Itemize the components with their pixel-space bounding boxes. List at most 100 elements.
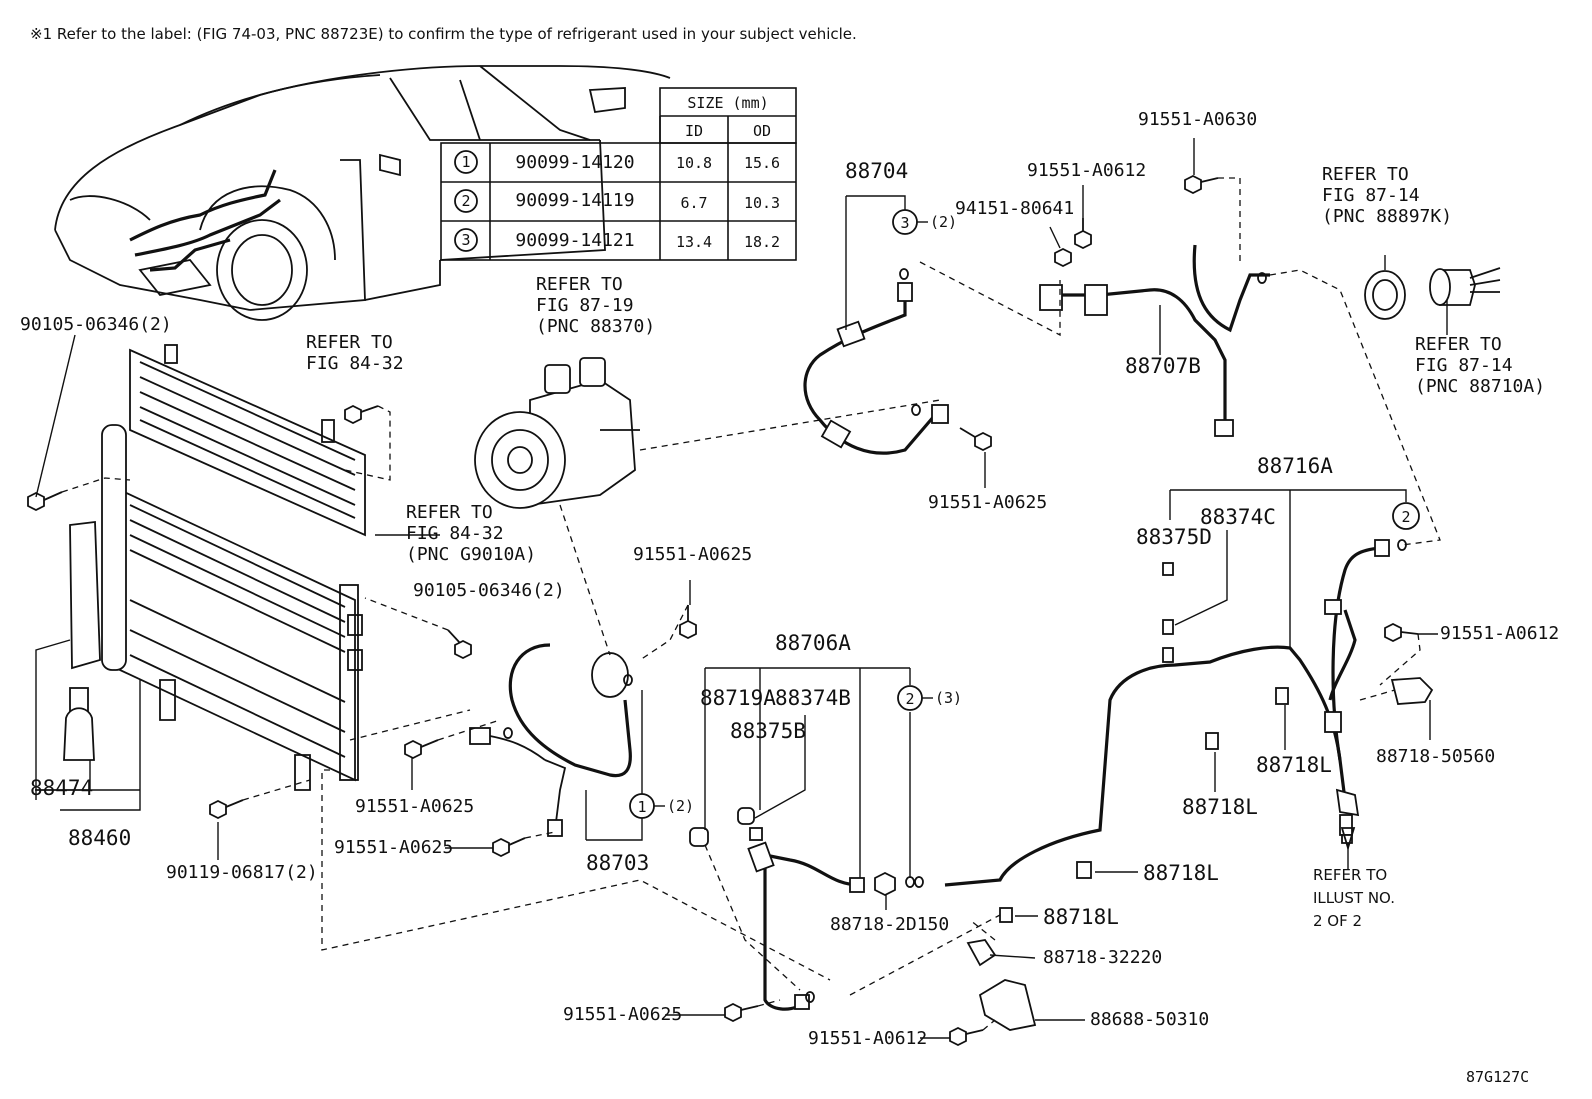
label-88704: 88704 <box>845 159 908 183</box>
label-88460: 88460 <box>68 826 131 850</box>
callout-2b-number: 2 <box>1401 508 1410 526</box>
discharge-hose-88703 <box>469 643 632 837</box>
label-91551-a0625-bottom: 91551-A0625 <box>563 1004 682 1025</box>
ref-fig-84-32b-line1: REFER TO <box>406 502 493 523</box>
bolt-icon <box>1184 174 1219 195</box>
ref-fig-84-32b-line2: FIG 84-32 <box>406 523 504 544</box>
size-row-1-id: 10.8 <box>676 154 712 172</box>
ref-fig-84-32-line1: REFER TO <box>306 332 393 353</box>
label-94151-80641: 94151-80641 <box>955 198 1074 219</box>
label-88719a: 88719A <box>700 686 776 710</box>
label-88718l-4: 88718L <box>1043 905 1119 929</box>
circle-callouts: 3 (2) 1 (2) 2 (3) 2 <box>629 209 1420 819</box>
refrigerant-note: ※1 Refer to the label: (FIG 74-03, PNC 8… <box>30 25 857 43</box>
bolt-icon <box>1074 218 1092 250</box>
clamp-icon <box>1205 732 1219 750</box>
label-91551-a0612-right: 91551-A0612 <box>1440 623 1559 644</box>
label-88474: 88474 <box>30 776 93 800</box>
label-88718-50560: 88718-50560 <box>1376 746 1495 767</box>
label-91551-a0625-comp: 91551-A0625 <box>633 544 752 565</box>
size-row-2-id: 6.7 <box>680 194 707 212</box>
bolt-icon <box>959 427 992 452</box>
ref-fig-84-32b-line3: (PNC G9010A) <box>406 544 536 565</box>
clamp-icon <box>1390 677 1434 705</box>
pipe-88716a <box>944 539 1390 887</box>
size-table-col-id: ID <box>685 122 703 140</box>
ref-illust-line3: 2 OF 2 <box>1313 912 1362 930</box>
valve-cap-icon <box>1162 562 1174 576</box>
bolt-icon <box>344 404 379 425</box>
bracket-icon <box>978 979 1037 1031</box>
label-91551-a0625-cond: 91551-A0625 <box>355 796 474 817</box>
label-88706a: 88706A <box>775 631 851 655</box>
bolt-icon <box>447 629 472 660</box>
o-rings <box>503 268 1407 1003</box>
ref-fig-87-14b-line2: FIG 87-14 <box>1415 355 1513 376</box>
clamp-icon <box>966 939 997 967</box>
label-88374b: 88374B <box>775 686 851 710</box>
nut-icon <box>1054 247 1072 268</box>
ref-fig-87-19-line3: (PNC 88370) <box>536 316 655 337</box>
size-table-col-od: OD <box>753 122 771 140</box>
label-88688-50310: 88688-50310 <box>1090 1009 1209 1030</box>
label-88718l-3: 88718L <box>1143 861 1219 885</box>
label-91551-a0612-bottom: 91551-A0612 <box>808 1028 927 1049</box>
label-91551-a0630: 91551-A0630 <box>1138 109 1257 130</box>
size-row-3-od: 18.2 <box>744 233 780 251</box>
bolt-icon <box>724 1002 759 1023</box>
clamp-icon <box>999 907 1013 923</box>
size-row-1-part: 90099-14120 <box>515 152 634 173</box>
label-88718-32220: 88718-32220 <box>1043 947 1162 968</box>
figure-id: 87G127C <box>1466 1068 1529 1086</box>
clamps <box>874 562 1434 1031</box>
label-88718-2d150: 88718-2D150 <box>830 914 949 935</box>
condenser-assembly <box>63 344 366 791</box>
label-88703: 88703 <box>586 851 649 875</box>
reference-notes: REFER TO FIG 87-19 (PNC 88370) REFER TO … <box>306 164 1545 930</box>
ref-fig-87-14b-line1: REFER TO <box>1415 334 1502 355</box>
leader-lines <box>35 138 1448 1039</box>
size-table: SIZE (mm) ID OD 1 90099-14120 10.8 15.6 … <box>440 87 797 261</box>
bolt-icon <box>949 1026 984 1047</box>
bolt-icon <box>209 799 244 820</box>
bolt-icon <box>492 837 526 858</box>
size-row-3-circle: 3 <box>461 231 470 249</box>
label-90105-06346-left: 90105-06346(2) <box>20 314 172 335</box>
label-91551-a0612-top: 91551-A0612 <box>1027 160 1146 181</box>
label-88374c: 88374C <box>1200 505 1276 529</box>
clamp-icon <box>874 871 896 897</box>
ref-fig-87-19-line1: REFER TO <box>536 274 623 295</box>
expansion-valve-parts <box>1364 267 1501 320</box>
ref-illust-line2: ILLUST NO. <box>1313 889 1395 907</box>
label-88375d: 88375D <box>1136 525 1212 549</box>
callout-1-number: 1 <box>637 798 646 816</box>
vehicle-illustration <box>54 65 671 321</box>
label-88718l-1: 88718L <box>1256 753 1332 777</box>
ref-fig-87-14b-line3: (PNC 88710A) <box>1415 376 1545 397</box>
callout-3-qty: (2) <box>930 213 957 231</box>
liquid-pipe-88706a <box>689 807 865 1011</box>
label-88716a: 88716A <box>1257 454 1333 478</box>
label-88718l-2: 88718L <box>1182 795 1258 819</box>
callout-2-number: 2 <box>905 690 914 708</box>
ref-fig-87-14a-line3: (PNC 88897K) <box>1322 206 1452 227</box>
valve-core-icon <box>1162 619 1174 635</box>
label-90119-06817: 90119-06817(2) <box>166 862 318 883</box>
ref-fig-87-19-line2: FIG 87-19 <box>536 295 634 316</box>
size-row-3-id: 13.4 <box>676 233 712 251</box>
size-row-3-part: 90099-14121 <box>515 230 634 251</box>
size-table-title: SIZE (mm) <box>687 94 768 112</box>
label-88707b: 88707B <box>1125 354 1201 378</box>
callout-2-qty: (3) <box>935 689 962 707</box>
bolt-icon <box>679 605 697 640</box>
size-row-2-circle: 2 <box>461 192 470 210</box>
label-91551-a0625-suction: 91551-A0625 <box>928 492 1047 513</box>
service-valve-icon <box>1162 647 1174 663</box>
bolt-icon <box>1384 622 1419 643</box>
size-row-1-circle: 1 <box>461 153 470 171</box>
part-labels: 90105-06346(2) 90105-06346(2) 88474 8846… <box>20 109 1559 1049</box>
size-row-2-part: 90099-14119 <box>515 190 634 211</box>
size-row-2-od: 10.3 <box>744 194 780 212</box>
label-90105-06346-right: 90105-06346(2) <box>413 580 565 601</box>
